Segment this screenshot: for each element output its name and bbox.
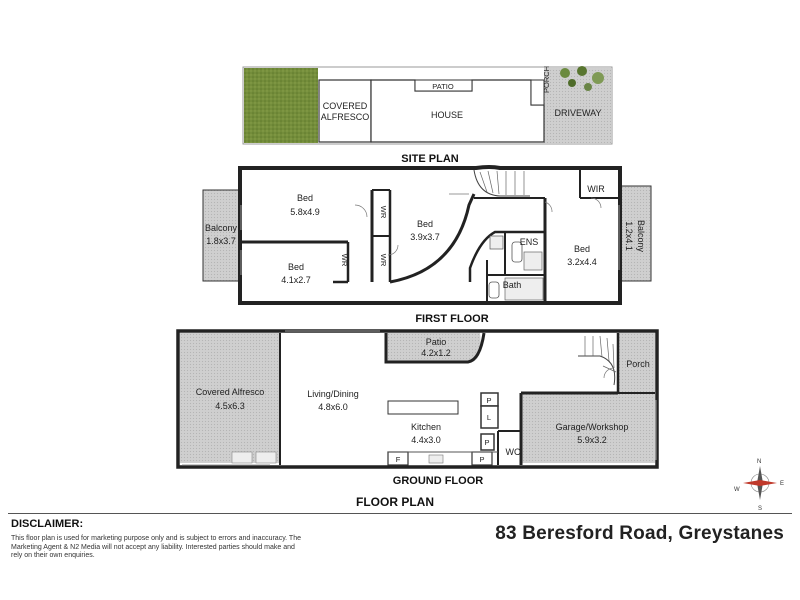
- gf-kitchen-island: [387, 400, 459, 415]
- gf-garage-name: Garage/Workshop: [556, 422, 629, 432]
- ff-ens-label: ENS: [520, 237, 539, 247]
- site-driveway-label: DRIVEWAY: [554, 108, 601, 118]
- footer-divider: [8, 513, 792, 514]
- property-address: 83 Beresford Road, Greystanes: [495, 523, 784, 544]
- gf-stair: [578, 355, 616, 386]
- gf-garage: [521, 393, 655, 463]
- gf-patio-size: 4.2x1.2: [421, 348, 451, 358]
- ff-wir-label: WIR: [587, 184, 605, 194]
- gf-wc-label: WC: [506, 447, 521, 457]
- ff-bed4-name: Bed: [574, 244, 590, 254]
- gf-pantry-label-1: P: [486, 396, 491, 405]
- site-house-label: HOUSE: [431, 110, 463, 120]
- gf-garage-size: 5.9x3.2: [577, 435, 607, 445]
- site-patio: [414, 79, 473, 92]
- site-patio-label: PATIO: [432, 82, 454, 91]
- disclaimer-title: DISCLAIMER:: [11, 518, 84, 530]
- first-floor-title: FIRST FLOOR: [415, 313, 488, 325]
- site-porch: [530, 79, 545, 106]
- gf-patio: [386, 333, 481, 362]
- gf-kitchen-name: Kitchen: [411, 422, 441, 432]
- compass-s: S: [758, 506, 762, 512]
- gf-pantry-label-3: P: [479, 455, 484, 464]
- first-floor-labels: Bed 5.8x4.9 Bed 4.1x2.7 Bed 3.9x3.7 Bed …: [205, 184, 646, 325]
- gf-kitchen-size: 4.4x3.0: [411, 435, 441, 445]
- compass-n: N: [757, 459, 761, 465]
- site-alfresco-label: COVERED: [323, 101, 368, 111]
- compass-w: W: [734, 487, 740, 493]
- gf-pantry-label-2: P: [484, 438, 489, 447]
- gf-linen-label: L: [487, 413, 491, 422]
- site-alfresco-label-2: ALFRESCO: [321, 112, 370, 122]
- ff-stair: [473, 169, 530, 197]
- ff-wr-label-1: WR: [379, 206, 388, 219]
- ff-bed3-name: Bed: [417, 219, 433, 229]
- gf-patio-name: Patio: [426, 337, 447, 347]
- site-lawn: [244, 68, 318, 143]
- ff-balcony-right-size: 1.2x4.1: [624, 221, 634, 251]
- ff-wr-label-2: WR: [379, 254, 388, 267]
- ground-floor-labels: Covered Alfresco 4.5x6.3 Living/Dining 4…: [196, 337, 650, 509]
- ff-bed1-name: Bed: [297, 193, 313, 203]
- disclaimer-text: This floor plan is used for marketing pu…: [11, 535, 301, 559]
- ff-bed2-name: Bed: [288, 262, 304, 272]
- gf-outer-wall: [176, 329, 659, 469]
- gf-fridge-label: F: [396, 455, 401, 464]
- gf-porch-area: [618, 333, 655, 393]
- gf-living-name: Living/Dining: [307, 389, 359, 399]
- ff-bath-label: Bath: [503, 280, 522, 290]
- ff-bed2-size: 4.1x2.7: [281, 275, 311, 285]
- compass-e: E: [780, 481, 784, 487]
- site-plan-title: SITE PLAN: [401, 153, 459, 165]
- site-porch-label: PORCH: [542, 66, 551, 93]
- gf-covered-alfresco: [180, 333, 279, 463]
- first-floor: [202, 165, 652, 305]
- ff-balcony-left-size: 1.8x3.7: [206, 236, 236, 246]
- footer: DISCLAIMER: This floor plan is used for …: [0, 513, 800, 600]
- gf-living-size: 4.8x6.0: [318, 402, 348, 412]
- gf-alfresco-size: 4.5x6.3: [215, 401, 245, 411]
- site-shrubs: [560, 66, 604, 91]
- ff-balcony-left: [202, 189, 242, 282]
- floor-plan-title: FLOOR PLAN: [356, 495, 434, 509]
- ground-floor-title: GROUND FLOOR: [393, 475, 483, 487]
- ff-wr-label-3: WR: [340, 254, 349, 267]
- site-plan: COVERED ALFRESCO HOUSE PATIO PORCH DRIVE…: [242, 66, 613, 165]
- ground-floor: [176, 329, 659, 469]
- ff-balcony-right-name: Balcony: [636, 220, 646, 253]
- compass-icon: N S E W: [734, 459, 784, 512]
- ff-bed1-size: 5.8x4.9: [290, 207, 320, 217]
- gf-alfresco-name: Covered Alfresco: [196, 387, 265, 397]
- ff-bed3-size: 3.9x3.7: [410, 232, 440, 242]
- gf-porch-label: Porch: [626, 359, 650, 369]
- ff-balcony-left-name: Balcony: [205, 223, 238, 233]
- site-covered-alfresco: [318, 79, 372, 143]
- ff-bed4-size: 3.2x4.4: [567, 257, 597, 267]
